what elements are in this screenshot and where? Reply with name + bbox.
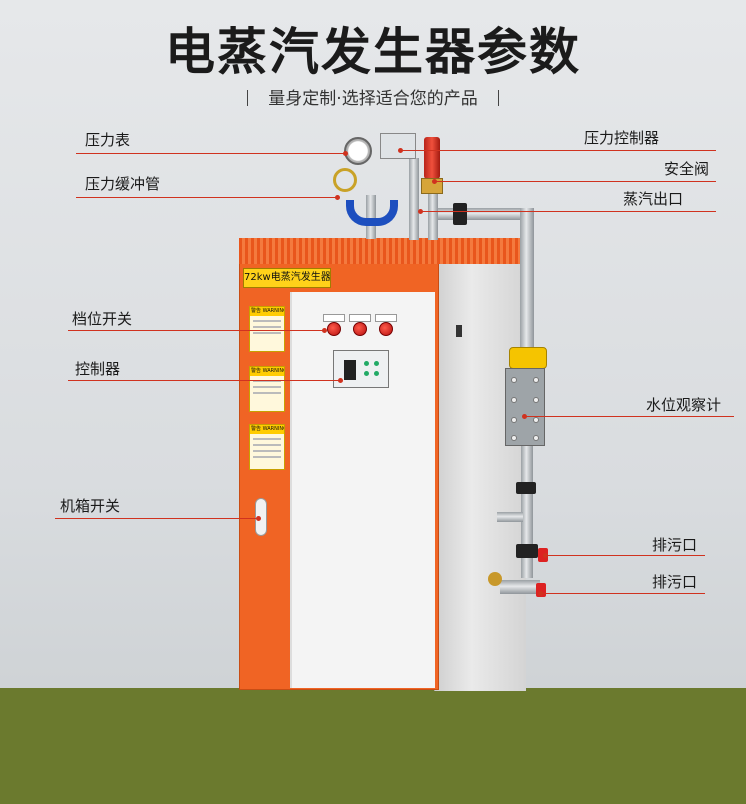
- buffer-tube: [346, 200, 398, 226]
- leader-dot: [543, 553, 548, 558]
- brass-fitting: [488, 572, 502, 586]
- status-led: [364, 361, 369, 366]
- status-led: [374, 371, 379, 376]
- label-pressure-gauge: 压力表: [85, 131, 131, 149]
- drain-valve[interactable]: [516, 482, 536, 494]
- leader-line: [68, 330, 324, 331]
- leader-dot: [398, 148, 403, 153]
- label-drain-outlet-2: 排污口: [652, 573, 698, 591]
- drain-valve-handle[interactable]: [536, 583, 546, 597]
- knob-label: [323, 314, 345, 322]
- divider-right: [497, 90, 499, 106]
- knob-label: [375, 314, 397, 322]
- leader-line: [55, 518, 258, 519]
- leader-line: [76, 153, 346, 154]
- label-cabinet-switch: 机箱开关: [60, 497, 121, 515]
- leader-dot: [432, 179, 437, 184]
- leader-dot: [338, 378, 343, 383]
- safety-valve-icon: [424, 137, 440, 179]
- water-level-gauge: [505, 368, 545, 446]
- page-title: 电蒸汽发生器参数: [165, 23, 581, 81]
- leader-line: [420, 211, 716, 212]
- leader-line: [540, 593, 705, 594]
- safety-valve-body: [421, 178, 443, 194]
- pressure-controller-box: [380, 133, 416, 159]
- leader-line: [400, 150, 716, 151]
- leader-line: [545, 555, 705, 556]
- status-led: [374, 361, 379, 366]
- status-led: [364, 371, 369, 376]
- leader-dot: [256, 516, 261, 521]
- drain-valve[interactable]: [516, 544, 538, 558]
- gear-knob-3[interactable]: [379, 322, 393, 336]
- divider-left: [247, 90, 249, 106]
- leader-dot: [522, 414, 527, 419]
- label-drain-outlet-1: 排污口: [652, 536, 698, 554]
- leader-line: [68, 380, 340, 381]
- side-latch: [456, 325, 462, 337]
- steam-pipe: [520, 208, 534, 350]
- leader-dot: [538, 591, 543, 596]
- pipe: [366, 195, 376, 239]
- pressure-gauge-icon: [344, 137, 372, 165]
- leader-dot: [335, 195, 340, 200]
- warning-label: 警告 WARNING: [249, 306, 285, 352]
- page-subtitle: 量身定制·选择适合您的产品: [0, 84, 746, 109]
- leader-line: [76, 197, 338, 198]
- cabinet-handle[interactable]: [255, 498, 267, 536]
- warning-label: 警告 WARNING: [249, 366, 285, 412]
- steam-outlet-valve[interactable]: [453, 203, 467, 225]
- pipe: [409, 158, 419, 240]
- leader-dot: [343, 151, 348, 156]
- drain-pipe: [500, 580, 540, 594]
- subtitle-text: 量身定制·选择适合您的产品: [268, 89, 478, 109]
- gauge-cap: [509, 347, 547, 369]
- label-gear-switch: 档位开关: [72, 310, 133, 328]
- machine-side-panel: [434, 255, 526, 691]
- leader-dot: [418, 209, 423, 214]
- label-water-level-gauge: 水位观察计: [646, 396, 722, 414]
- controller-display: [344, 360, 356, 380]
- label-steam-outlet: 蒸汽出口: [623, 190, 684, 208]
- leader-line: [434, 181, 716, 182]
- knob-label: [349, 314, 371, 322]
- label-safety-valve: 安全阀: [664, 160, 710, 178]
- floor: [0, 688, 746, 804]
- warning-label: 警告 WARNING: [249, 424, 285, 470]
- name-plate: 72kw电蒸汽发生器: [243, 268, 331, 288]
- gear-knob-2[interactable]: [353, 322, 367, 336]
- leader-dot: [322, 328, 327, 333]
- pipe: [428, 192, 438, 240]
- label-pressure-buffer-tube: 压力缓冲管: [85, 175, 161, 193]
- buffer-coil: [333, 168, 357, 192]
- label-pressure-controller: 压力控制器: [584, 129, 660, 147]
- gear-knob-1[interactable]: [327, 322, 341, 336]
- label-controller: 控制器: [75, 360, 121, 378]
- leader-line: [524, 416, 734, 417]
- drain-pipe: [497, 512, 523, 522]
- machine-top-vent: [239, 238, 526, 264]
